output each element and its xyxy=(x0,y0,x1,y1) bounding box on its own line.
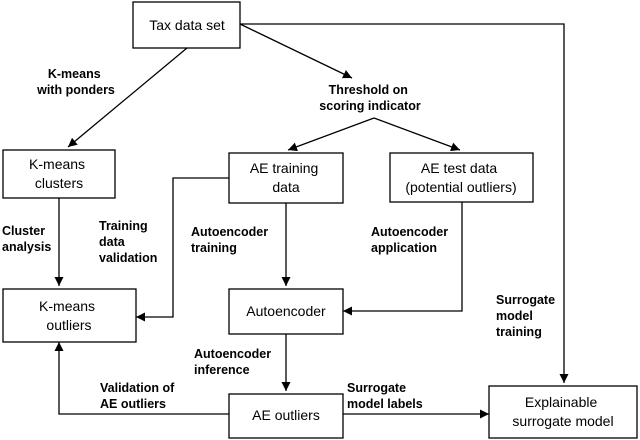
node-box xyxy=(228,393,344,439)
node-box xyxy=(2,288,137,343)
edge-label-surrogate-model-training: Surrogate model training xyxy=(496,293,559,339)
edge-ae-training-to-kmeans-outliers xyxy=(136,177,229,322)
edge-label-surrogate-model-labels: Surrogate model labels xyxy=(347,381,423,411)
edge-tax-to-threshold xyxy=(239,23,353,79)
node-label: AE outliers xyxy=(252,407,320,423)
node-ae-outliers: AE outliers xyxy=(228,393,344,439)
node-label: Autoencoder xyxy=(246,303,326,319)
node-autoencoder: Autoencoder xyxy=(228,288,344,335)
edge-label-training-data-validation: Training data validation xyxy=(99,219,157,265)
node-ae-test-data: AE test data (potential outliers) xyxy=(389,152,534,203)
node-box xyxy=(2,149,116,199)
node-box xyxy=(228,152,344,204)
edges xyxy=(54,23,569,419)
node-label: K-means outliers xyxy=(39,298,99,333)
node-kmeans-outliers: K-means outliers xyxy=(2,288,137,343)
edge-label-autoencoder-inference: Autoencoder inference xyxy=(194,347,275,377)
edge-threshold-to-ae-test xyxy=(373,117,461,152)
node-tax-data-set: Tax data set xyxy=(132,1,241,49)
edge-ae-outliers-to-kmeans-outliers xyxy=(54,342,229,415)
edge-label-threshold-on-scoring-indicator: Threshold on scoring indicator xyxy=(319,83,421,113)
node-label: K-means clusters xyxy=(29,156,89,191)
node-kmeans-clusters: K-means clusters xyxy=(2,149,116,199)
node-box xyxy=(132,1,241,49)
edge-label-autoencoder-application: Autoencoder application xyxy=(371,225,452,255)
node-label: Tax data set xyxy=(149,17,225,33)
node-label: Explainable surrogate model xyxy=(512,394,613,429)
node-box xyxy=(389,152,534,203)
edge-label-validation-of-ae-outliers: Validation of AE outliers xyxy=(100,381,178,411)
node-label: AE test data (potential outliers) xyxy=(405,160,516,195)
edge-label-autoencoder-training: Autoencoder training xyxy=(191,225,272,255)
node-box xyxy=(228,288,344,335)
node-explainable-surrogate-model: Explainable surrogate model xyxy=(488,385,638,439)
edge-ae-test-to-autoencoder xyxy=(343,202,463,316)
edge-label-cluster-analysis: Cluster analysis xyxy=(2,224,51,254)
node-box xyxy=(488,385,638,439)
edge-tax-to-surrogate-model xyxy=(240,23,569,383)
node-ae-training-data: AE training data xyxy=(228,152,344,204)
edge-threshold-to-ae-training xyxy=(287,117,375,152)
edge-tax-to-kmeans-clusters xyxy=(67,47,188,148)
edge-label-kmeans-with-ponders: K-means with ponders xyxy=(36,67,115,97)
node-label: AE training data xyxy=(250,160,322,195)
